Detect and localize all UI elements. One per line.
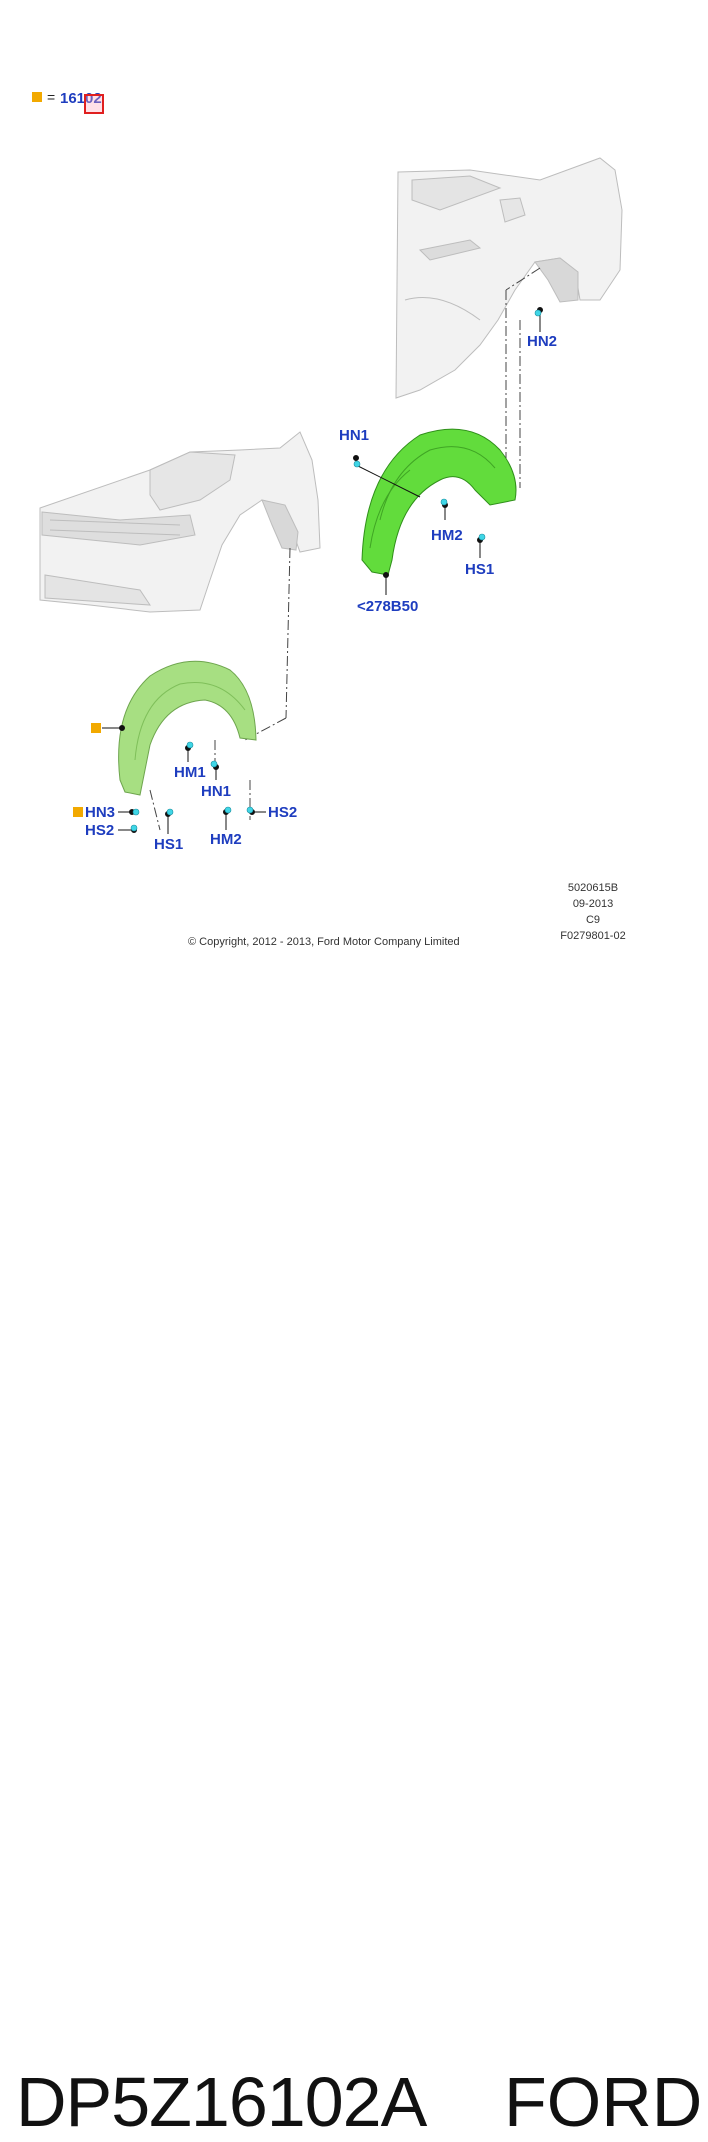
callout-rear-hn2[interactable]: HN2 [527, 333, 558, 350]
legend-square-icon [32, 92, 42, 102]
meta-line-1: 5020615B [567, 882, 619, 894]
selection-highlight-box[interactable] [84, 94, 104, 114]
callout-front-hn3[interactable]: HN3 [85, 804, 116, 821]
drawing-metadata: 5020615B 09-2013 C9 F0279801-02 [548, 880, 638, 944]
diagram-artwork [39, 157, 623, 834]
front-liner-marker-icon [91, 723, 101, 733]
brand-title: FORD [504, 2063, 703, 2141]
callout-front-hs1[interactable]: HS1 [154, 836, 184, 853]
hn3-marker-icon [73, 807, 83, 817]
parts-diagram: = 16102 HN2 HN1 HM2 HS1 <278B50 HM1 HN1 … [0, 0, 708, 1000]
callout-front-hs2-right[interactable]: HS2 [268, 804, 298, 821]
front-fender-illustration [39, 431, 321, 613]
front-wheelhouse-liner [118, 660, 257, 796]
rear-quarter-panel-illustration [395, 157, 623, 399]
callout-rear-hs1[interactable]: HS1 [465, 561, 495, 578]
copyright-notice: © Copyright, 2012 - 2013, Ford Motor Com… [188, 936, 460, 948]
callout-front-hm1[interactable]: HM1 [174, 764, 206, 781]
footer-banner: DP5Z16102A FORD [0, 1000, 708, 2141]
callout-front-hm2[interactable]: HM2 [210, 831, 242, 848]
legend-equals: = [47, 89, 56, 105]
rear-wheelhouse-liner [361, 428, 517, 576]
meta-line-3: C9 [585, 914, 601, 926]
callout-rear-hn1[interactable]: HN1 [339, 427, 370, 444]
meta-line-2: 09-2013 [572, 898, 614, 910]
callout-front-hs2-left[interactable]: HS2 [85, 822, 115, 839]
callout-rear-ref[interactable]: <278B50 [357, 598, 419, 615]
part-number-title: DP5Z16102A [16, 2063, 427, 2141]
meta-line-4: F0279801-02 [560, 930, 626, 942]
clip-markers [130, 309, 542, 832]
callout-front-hn1[interactable]: HN1 [201, 783, 232, 800]
callout-rear-hm2[interactable]: HM2 [431, 527, 463, 544]
